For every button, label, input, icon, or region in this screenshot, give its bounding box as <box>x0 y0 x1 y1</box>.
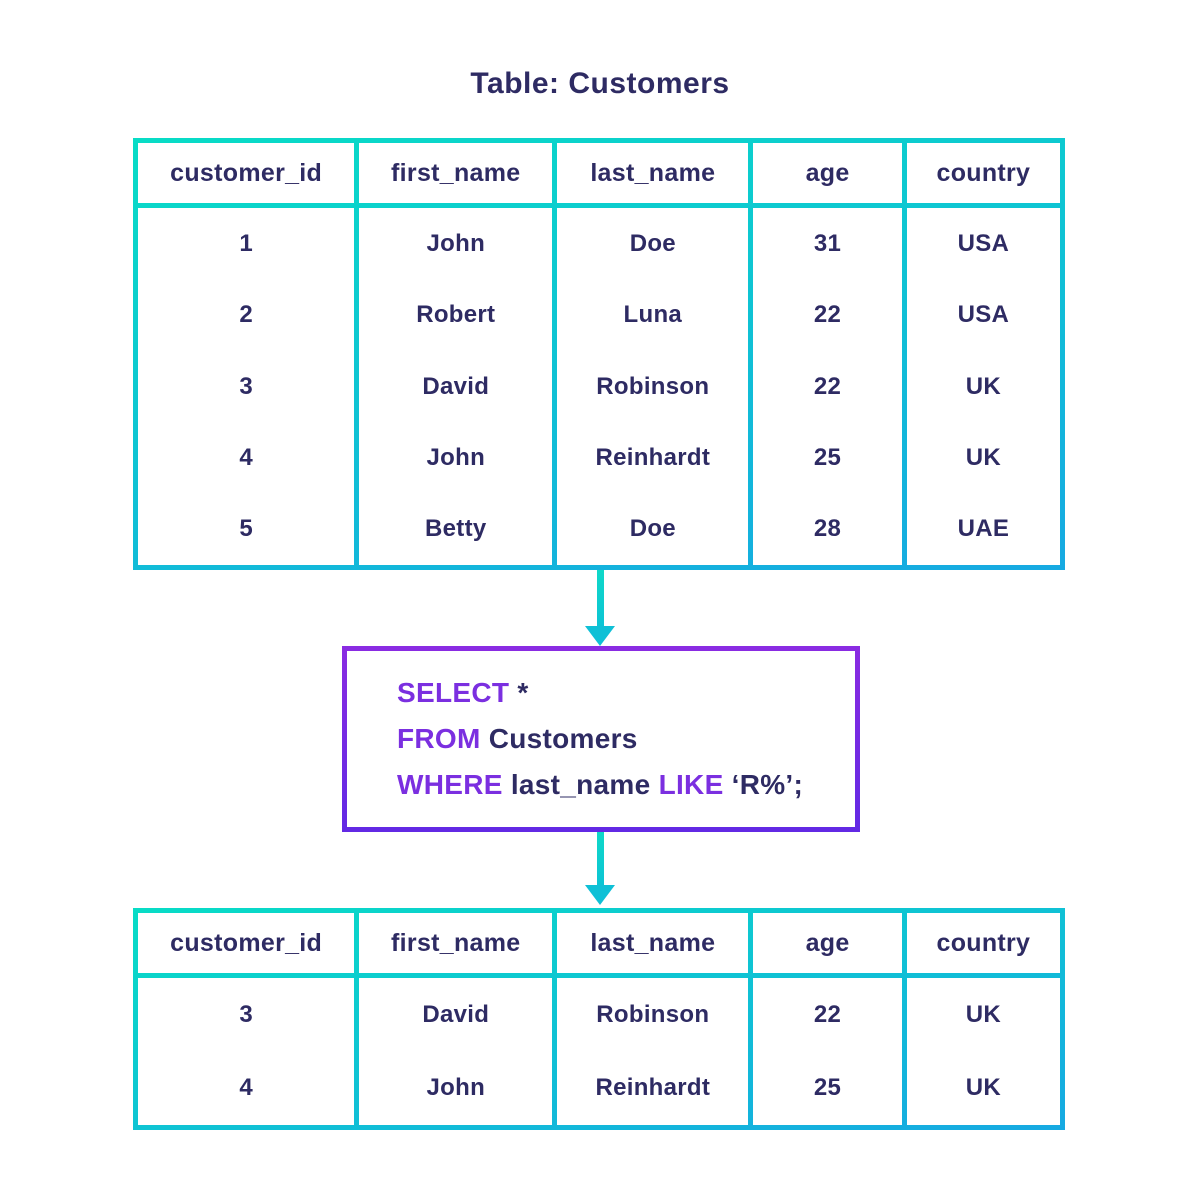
column-header: first_name <box>359 143 553 203</box>
arrow-down-icon <box>585 832 615 905</box>
column-header: age <box>753 913 902 973</box>
table-cell: Luna <box>623 301 683 329</box>
table-column: UK UK <box>906 978 1060 1125</box>
table-cell: 5 <box>239 515 253 543</box>
table-cell: Betty <box>425 515 487 543</box>
sql-text: ‘R%’; <box>723 769 804 800</box>
table-column: USA USA UK UK UAE <box>906 208 1060 565</box>
sql-text: last_name <box>502 769 659 800</box>
table-cell: Reinhardt <box>595 1074 711 1102</box>
sql-line: WHERE last_name LIKE ‘R%’; <box>397 762 855 808</box>
table-cell: 2 <box>239 301 253 329</box>
table-cell: 28 <box>813 515 842 543</box>
column-header: last_name <box>557 913 749 973</box>
arrow-head <box>585 885 615 905</box>
column-header: customer_id <box>138 143 355 203</box>
table-cell: UK <box>965 443 1001 471</box>
sql-line: SELECT * <box>397 670 855 716</box>
column-header: last_name <box>557 143 749 203</box>
table-cell: USA <box>957 229 1010 257</box>
table-cell: 25 <box>813 443 842 471</box>
table-cell: UK <box>965 372 1001 400</box>
table-cell: John <box>426 443 486 471</box>
table-cell: 3 <box>239 372 253 400</box>
table-cell: 25 <box>813 1074 842 1102</box>
column-header: country <box>906 913 1060 973</box>
table-cell: 22 <box>813 301 842 329</box>
table-cell: 4 <box>239 1074 253 1102</box>
table-cell: 31 <box>813 229 842 257</box>
sql-line: FROM Customers <box>397 716 855 762</box>
table-column: 1 2 3 4 5 <box>138 208 355 565</box>
table-column: 31 22 22 25 28 <box>753 208 902 565</box>
table-cell: Robinson <box>596 1000 710 1028</box>
table-cell: John <box>426 229 486 257</box>
arrow-head <box>585 626 615 646</box>
sql-keyword: LIKE <box>658 769 724 800</box>
arrow-shaft <box>596 832 604 885</box>
table-cell: Doe <box>629 229 676 257</box>
table-cell: USA <box>957 301 1010 329</box>
arrow-down-icon <box>585 570 615 646</box>
table-cell: Reinhardt <box>595 443 711 471</box>
arrow-shaft <box>596 570 604 626</box>
column-header: customer_id <box>138 913 355 973</box>
table-cell: David <box>422 372 490 400</box>
table-cell: Robert <box>416 301 496 329</box>
table-cell: Doe <box>629 515 676 543</box>
column-header: age <box>753 143 902 203</box>
table-cell: 1 <box>239 229 253 257</box>
column-header: country <box>906 143 1060 203</box>
table-cell: David <box>422 1000 490 1028</box>
table-cell: 22 <box>813 1000 842 1028</box>
sql-text: * <box>509 677 529 708</box>
sql-keyword: FROM <box>397 723 481 754</box>
table-cell: 3 <box>239 1000 253 1028</box>
sql-text: Customers <box>480 723 638 754</box>
table-cell: 22 <box>813 372 842 400</box>
sql-keyword: WHERE <box>397 769 503 800</box>
table-cell: Robinson <box>596 372 710 400</box>
table-column: 22 25 <box>753 978 902 1125</box>
diagram-title: Table: Customers <box>470 67 730 100</box>
column-header: first_name <box>359 913 553 973</box>
table-cell: John <box>426 1074 486 1102</box>
table-cell: UK <box>965 1000 1001 1028</box>
table-cell: 4 <box>239 443 253 471</box>
sql-keyword: SELECT <box>397 677 510 708</box>
table-cell: UK <box>965 1074 1001 1102</box>
table-cell: UAE <box>957 515 1010 543</box>
